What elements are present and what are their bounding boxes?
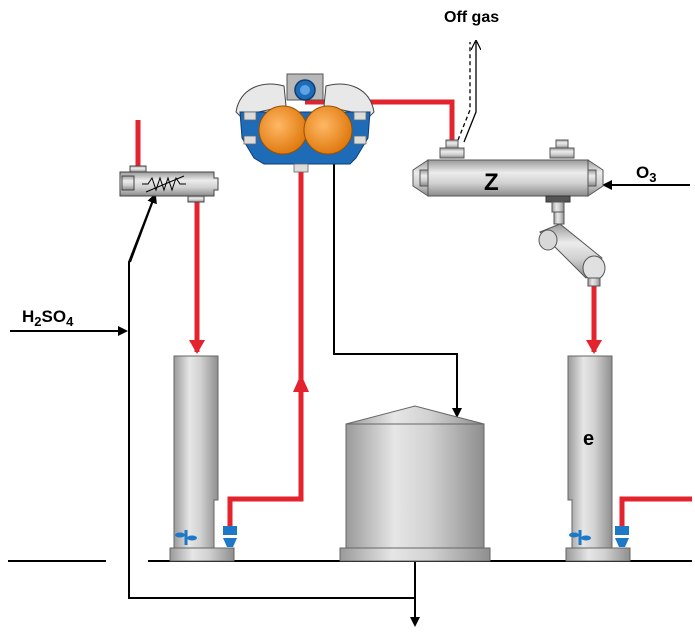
heater-coil-icon	[142, 176, 186, 192]
red-lines	[135, 99, 692, 530]
inclined-separator	[538, 211, 606, 287]
red-arrow-up	[293, 374, 309, 392]
right-column-stirrer-icon	[569, 530, 591, 545]
left-column-stirrer-icon	[175, 530, 197, 545]
pump-assembly	[235, 73, 375, 173]
mixer-pointer-line	[129, 193, 157, 263]
acid-so: SO	[42, 307, 67, 326]
red-column-out	[619, 496, 692, 530]
left-column	[169, 355, 237, 562]
off-gas-label: Off gas	[444, 9, 499, 26]
off-gas-line	[457, 42, 476, 143]
right-column-valve-icon	[615, 526, 629, 547]
left-column-valve-icon	[223, 526, 237, 547]
storage-tank	[339, 405, 491, 562]
ozone-label: O3	[636, 163, 656, 185]
black-lines	[10, 143, 690, 627]
reactor-z: Z	[412, 139, 604, 213]
right-roller-icon	[303, 105, 353, 155]
static-mixer	[119, 165, 219, 203]
red-column-to-pump	[227, 380, 304, 530]
right-column-e: e	[565, 355, 631, 562]
ozone-subscript: 3	[649, 170, 656, 185]
tank-letter: e	[583, 428, 594, 450]
pump-to-tank-line	[333, 143, 462, 418]
acid-sub2: 4	[66, 314, 74, 329]
reactor-letter: Z	[484, 169, 499, 196]
left-roller-icon	[258, 105, 308, 155]
ozone-base: O	[636, 163, 649, 182]
acid-label: H2SO4	[22, 307, 74, 329]
acid-sub1: 2	[34, 314, 41, 329]
acid-h: H	[22, 307, 34, 326]
